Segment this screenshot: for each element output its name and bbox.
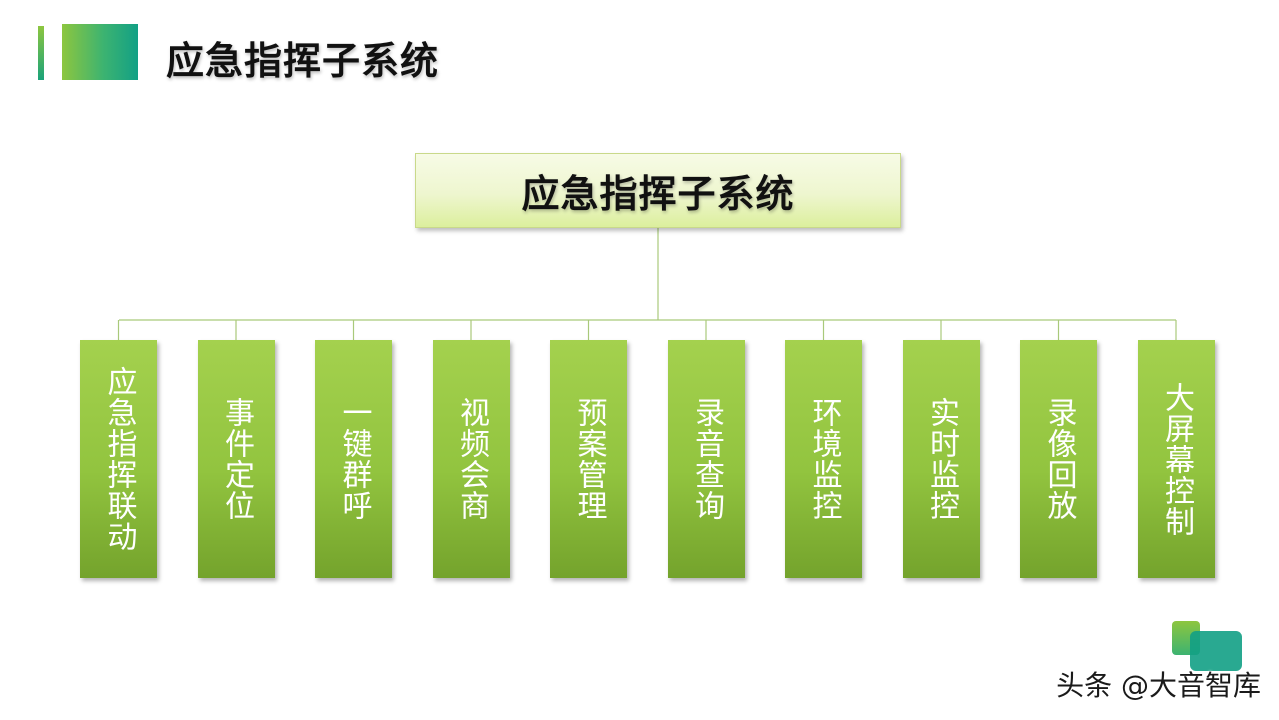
child-node-label: 录音查询 [689,397,724,521]
child-node-label: 视频会商 [454,397,489,521]
child-node: 实时监控 [902,340,980,578]
header-accent-bar [38,26,44,80]
watermark: 头条 @大音智库 [1056,669,1261,702]
child-node-label: 一键群呼 [336,397,372,521]
child-node: 视频会商 [432,340,510,578]
child-node: 大屏幕控制 [1137,340,1215,578]
child-node-label: 应急指挥联动 [101,366,137,552]
root-node: 应急指挥子系统 [415,153,901,228]
child-node: 一键群呼 [315,340,392,578]
child-node: 环境监控 [785,340,862,578]
child-node-label: 大屏幕控制 [1159,381,1194,537]
child-node: 预案管理 [550,340,627,578]
child-node-label: 实时监控 [924,397,959,521]
root-node-label: 应急指挥子系统 [521,172,795,216]
child-node: 录像回放 [1020,340,1097,578]
brand-logo-icon [1172,621,1244,671]
child-node: 录音查询 [667,340,745,578]
child-node: 事件定位 [197,340,275,578]
page-title: 应急指挥子系统 [166,39,440,83]
child-node-label: 事件定位 [219,397,254,521]
child-node-label: 环境监控 [806,397,842,521]
child-node-label: 预案管理 [571,397,607,521]
header-accent-block [62,24,138,80]
child-node: 应急指挥联动 [80,340,157,578]
child-node-label: 录像回放 [1041,397,1077,521]
